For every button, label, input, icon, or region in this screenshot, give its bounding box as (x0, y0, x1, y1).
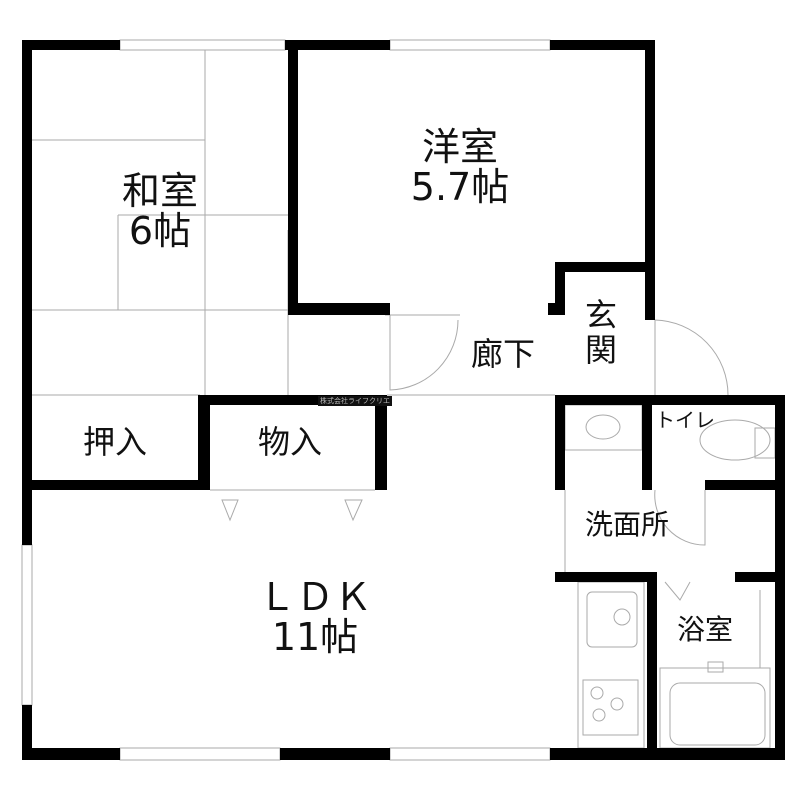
room-oshiire: 押入 (82, 423, 147, 461)
room-name: 和室 (121, 169, 198, 213)
room-name: ＬＤＫ (257, 575, 372, 619)
room-ldk: ＬＤＫ 11帖 (230, 575, 400, 659)
room-rouka: 廊下 (470, 335, 535, 373)
room-washitsu: 和室 6帖 (100, 169, 220, 253)
room-yokushitsu: 浴室 (676, 613, 733, 646)
room-name: 洋室 (421, 125, 498, 169)
room-size: 5.7帖 (410, 164, 510, 209)
room-senmenjo: 洗面所 (584, 508, 669, 541)
room-genkan: 玄関 (585, 296, 618, 370)
watermark: 株式会社ライフクリエ (318, 396, 392, 406)
room-size: 11帖 (271, 614, 359, 659)
room-toilet: トイレ (655, 408, 715, 432)
room-mono-ire: 物入 (257, 423, 322, 461)
room-size: 6帖 (128, 208, 192, 253)
room-youshitsu: 洋室 5.7帖 (380, 125, 540, 209)
walls (22, 40, 785, 760)
